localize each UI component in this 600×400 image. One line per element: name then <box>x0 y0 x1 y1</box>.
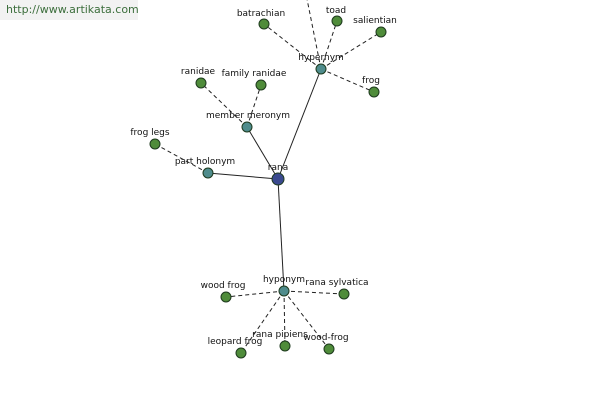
node-hypernym[interactable] <box>315 63 327 75</box>
label-part-holonym[interactable]: part holonym <box>175 157 235 167</box>
label-rana-sylvatica[interactable]: rana sylvatica <box>305 278 368 288</box>
nodes-layer <box>149 15 387 359</box>
edge-part-holonym-frog-legs <box>154 143 209 174</box>
edge-hyponym-leopard-frog <box>240 290 285 354</box>
label-frog[interactable]: frog <box>362 76 380 86</box>
label-wood-frog-a[interactable]: wood frog <box>201 281 246 291</box>
edge-hypernym-salientian <box>320 31 382 70</box>
label-rana-pipiens[interactable]: rana pipiens <box>252 330 308 340</box>
edge-hyponym-rana-sylvatica <box>283 290 345 295</box>
edge-hyponym-rana-pipiens <box>283 290 286 347</box>
label-leopard-frog[interactable]: leopard frog <box>208 337 263 347</box>
node-frog-legs[interactable] <box>149 138 161 150</box>
label-wood-frog-b[interactable]: wood-frog <box>303 333 348 343</box>
node-ranidae[interactable] <box>195 77 207 89</box>
node-wood-frog-b[interactable] <box>323 343 335 355</box>
edge-rana-member-meronym <box>246 126 279 180</box>
label-hyponym[interactable]: hyponym <box>263 275 305 285</box>
edge-hypernym-toad <box>320 20 338 70</box>
node-member-meronym[interactable] <box>241 121 253 133</box>
edge-hyponym-wood-frog-b <box>283 290 330 350</box>
label-salientian[interactable]: salientian <box>353 16 397 26</box>
labels-layer: rana hypernym member meronym part holonym hy… <box>130 6 396 347</box>
edge-member-meronym-ranidae <box>200 82 248 128</box>
label-batrachian[interactable]: batrachian <box>237 9 285 19</box>
edge-rana-part-holonym <box>207 172 279 180</box>
label-member-meronym[interactable]: member meronym <box>206 111 290 121</box>
node-rana[interactable] <box>271 172 285 186</box>
label-ranidae[interactable]: ranidae <box>181 67 216 77</box>
node-salientian[interactable] <box>375 26 387 38</box>
site-url[interactable]: http://www.artikata.com <box>0 0 139 20</box>
edge-member-meronym-family-ranidae <box>246 84 262 128</box>
label-rana[interactable]: rana <box>268 163 288 173</box>
node-rana-pipiens[interactable] <box>279 340 291 352</box>
label-family-ranidae[interactable]: family ranidae <box>222 69 287 79</box>
node-family-ranidae[interactable] <box>255 79 267 91</box>
node-batrachian[interactable] <box>258 18 270 30</box>
node-hyponym[interactable] <box>278 285 290 297</box>
node-part-holonym[interactable] <box>202 167 214 179</box>
edge-rana-hypernym <box>277 68 322 180</box>
label-hypernym[interactable]: hypernym <box>298 53 344 63</box>
edge-rana-hyponym <box>277 178 285 292</box>
edge-hypernym-offscreen-word <box>306 0 322 70</box>
node-rana-sylvatica[interactable] <box>338 288 350 300</box>
node-toad[interactable] <box>331 15 343 27</box>
edges-layer <box>154 0 382 354</box>
edge-hyponym-wood-frog-a <box>225 290 285 298</box>
node-leopard-frog[interactable] <box>235 347 247 359</box>
label-toad[interactable]: toad <box>326 6 346 16</box>
edge-hypernym-frog <box>320 68 375 93</box>
edge-hypernym-batrachian <box>263 23 322 70</box>
label-frog-legs[interactable]: frog legs <box>130 128 170 138</box>
node-frog[interactable] <box>368 86 380 98</box>
node-wood-frog-a[interactable] <box>220 291 232 303</box>
